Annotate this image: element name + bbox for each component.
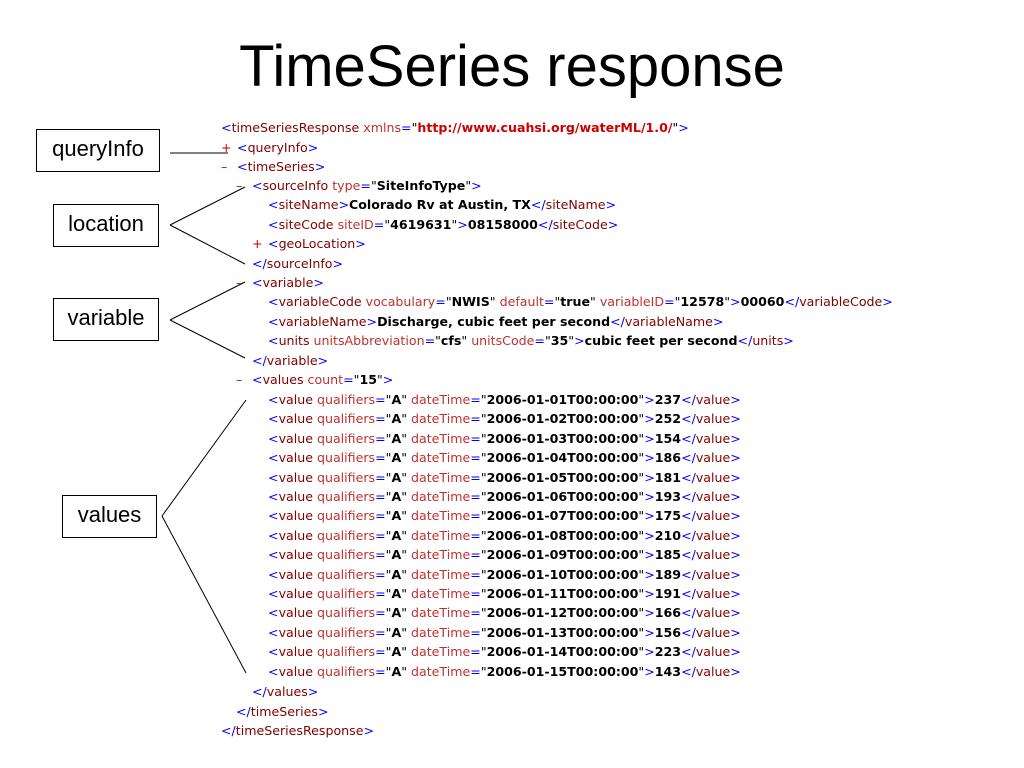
value-row: <value qualifiers="A" dateTime="2006-01-… [268, 508, 741, 523]
value-qualifier: A [391, 392, 402, 407]
values-connector-top [161, 399, 247, 517]
xml-timeseries-close: </timeSeries> [236, 704, 329, 719]
value-datetime: 2006-01-12T00:00:00 [486, 605, 639, 620]
value-qualifier: A [391, 431, 402, 446]
xml-timeseries-open[interactable]: –<timeSeries> [221, 159, 326, 174]
value-qualifier: A [391, 586, 402, 601]
queryinfo-label: queryInfo [36, 129, 160, 172]
value-row: <value qualifiers="A" dateTime="2006-01-… [268, 605, 741, 620]
value-number: 166 [654, 605, 682, 620]
page-title: TimeSeries response [239, 34, 785, 99]
variable-connector-top [169, 281, 246, 321]
xml-queryinfo-node[interactable]: +<queryInfo> [221, 140, 319, 155]
value-qualifier: A [391, 470, 402, 485]
value-row: <value qualifiers="A" dateTime="2006-01-… [268, 431, 741, 446]
value-number: 156 [654, 625, 682, 640]
collapse-icon[interactable]: – [236, 275, 243, 290]
value-datetime: 2006-01-14T00:00:00 [486, 644, 639, 659]
value-row: <value qualifiers="A" dateTime="2006-01-… [268, 547, 741, 562]
collapse-icon[interactable]: – [236, 372, 243, 387]
value-qualifier: A [391, 605, 402, 620]
values-label: values [62, 495, 157, 538]
location-connector-bottom [169, 224, 246, 265]
value-row: <value qualifiers="A" dateTime="2006-01-… [268, 586, 741, 601]
value-number: 189 [654, 567, 682, 582]
value-row: <value qualifiers="A" dateTime="2006-01-… [268, 528, 741, 543]
value-number: 175 [654, 508, 682, 523]
value-datetime: 2006-01-05T00:00:00 [486, 470, 639, 485]
value-datetime: 2006-01-07T00:00:00 [486, 508, 639, 523]
xml-geolocation-node[interactable]: +<geoLocation> [252, 236, 366, 251]
values-connector-bottom [161, 515, 247, 674]
value-qualifier: A [391, 411, 402, 426]
value-row: <value qualifiers="A" dateTime="2006-01-… [268, 411, 741, 426]
value-number: 154 [654, 431, 682, 446]
value-datetime: 2006-01-11T00:00:00 [486, 586, 639, 601]
value-datetime: 2006-01-02T00:00:00 [486, 411, 639, 426]
value-row: <value qualifiers="A" dateTime="2006-01-… [268, 489, 741, 504]
value-qualifier: A [391, 450, 402, 465]
value-number: 237 [654, 392, 682, 407]
expand-icon[interactable]: + [221, 140, 232, 155]
value-qualifier: A [391, 528, 402, 543]
xml-sourceinfo-open[interactable]: –<sourceInfo type="SiteInfoType"> [236, 178, 482, 193]
xml-sourceinfo-close: </sourceInfo> [252, 256, 344, 271]
value-datetime: 2006-01-15T00:00:00 [486, 664, 639, 679]
xml-values-open[interactable]: –<values count="15"> [236, 372, 394, 387]
expand-icon[interactable]: + [252, 236, 263, 251]
value-number: 186 [654, 450, 682, 465]
value-datetime: 2006-01-08T00:00:00 [486, 528, 639, 543]
value-datetime: 2006-01-01T00:00:00 [486, 392, 639, 407]
location-connector-top [169, 186, 246, 226]
location-label: location [53, 204, 159, 247]
value-row: <value qualifiers="A" dateTime="2006-01-… [268, 392, 741, 407]
value-number: 181 [654, 470, 682, 485]
value-qualifier: A [391, 664, 402, 679]
value-datetime: 2006-01-09T00:00:00 [486, 547, 639, 562]
value-qualifier: A [391, 567, 402, 582]
value-number: 210 [654, 528, 682, 543]
value-qualifier: A [391, 547, 402, 562]
value-qualifier: A [391, 508, 402, 523]
variable-label: variable [53, 298, 159, 341]
value-datetime: 2006-01-13T00:00:00 [486, 625, 639, 640]
value-qualifier: A [391, 644, 402, 659]
value-row: <value qualifiers="A" dateTime="2006-01-… [268, 664, 741, 679]
value-number: 193 [654, 489, 682, 504]
collapse-icon[interactable]: – [221, 159, 228, 174]
xml-sitecode: <siteCode siteID="4619631">08158000</sit… [268, 217, 619, 232]
xml-values-close: </values> [252, 684, 319, 699]
value-number: 185 [654, 547, 682, 562]
xml-variablecode: <variableCode vocabulary="NWIS" default=… [268, 294, 893, 309]
xml-variablename: <variableName>Discharge, cubic feet per … [268, 314, 724, 329]
xml-sitename: <siteName>Colorado Rv at Austin, TX</sit… [268, 197, 617, 212]
value-qualifier: A [391, 625, 402, 640]
value-row: <value qualifiers="A" dateTime="2006-01-… [268, 470, 741, 485]
value-row: <value qualifiers="A" dateTime="2006-01-… [268, 644, 741, 659]
value-number: 252 [654, 411, 682, 426]
value-number: 191 [654, 586, 682, 601]
value-datetime: 2006-01-10T00:00:00 [486, 567, 639, 582]
value-row: <value qualifiers="A" dateTime="2006-01-… [268, 450, 741, 465]
value-datetime: 2006-01-06T00:00:00 [486, 489, 639, 504]
value-number: 223 [654, 644, 682, 659]
collapse-icon[interactable]: – [236, 178, 243, 193]
xml-root-close: </timeSeriesResponse> [221, 723, 375, 738]
variable-connector-bottom [169, 319, 246, 359]
xml-variable-open[interactable]: –<variable> [236, 275, 324, 290]
value-row: <value qualifiers="A" dateTime="2006-01-… [268, 625, 741, 640]
xml-variable-close: </variable> [252, 353, 329, 368]
xml-root-open: <timeSeriesResponse xmlns="http://www.cu… [221, 120, 689, 135]
value-number: 143 [654, 664, 682, 679]
value-datetime: 2006-01-04T00:00:00 [486, 450, 639, 465]
value-row: <value qualifiers="A" dateTime="2006-01-… [268, 567, 741, 582]
xml-units: <units unitsAbbreviation="cfs" unitsCode… [268, 333, 794, 348]
value-datetime: 2006-01-03T00:00:00 [486, 431, 639, 446]
value-qualifier: A [391, 489, 402, 504]
